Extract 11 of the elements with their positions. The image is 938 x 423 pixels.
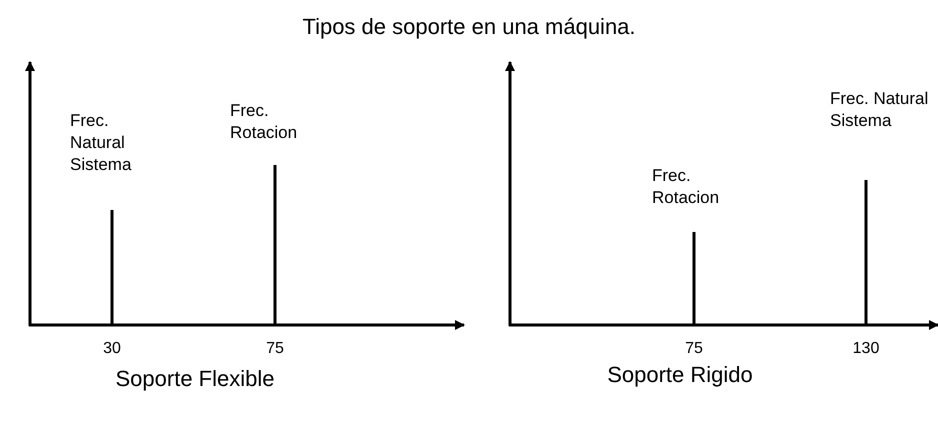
peak-label: Frec. Rotacion (652, 165, 720, 209)
peak-label: Frec. Natural Sistema (830, 88, 930, 132)
chart-caption: Soporte Flexible (114, 366, 276, 392)
peak-label: Frec. Rotacion (230, 100, 298, 144)
tick-label: 75 (265, 340, 285, 358)
tick-label: 30 (102, 340, 122, 358)
tick-label: 130 (852, 340, 880, 358)
chart-title: Tipos de soporte en una máquina. (301, 14, 637, 40)
peak-label: Frec. Natural Sistema (70, 110, 132, 176)
tick-label: 75 (684, 340, 704, 358)
chart-caption: Soporte Rigido (606, 362, 754, 388)
